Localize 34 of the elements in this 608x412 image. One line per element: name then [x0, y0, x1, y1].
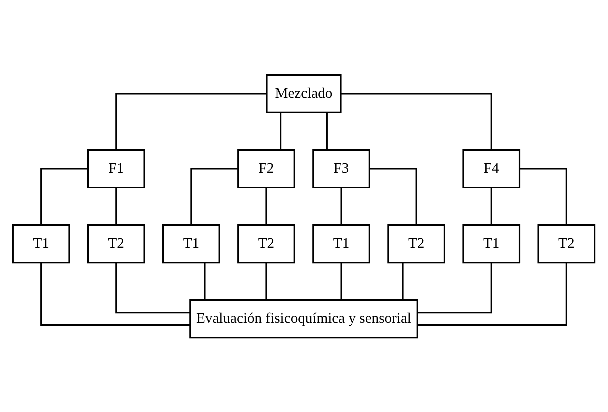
- connector: [40, 262, 190, 326]
- node-box: T1: [312, 224, 370, 264]
- node-box: Evaluación fisicoquímica y sensorial: [190, 299, 418, 338]
- node-box: F4: [462, 148, 521, 188]
- connector: [116, 92, 267, 150]
- node-box: T2: [87, 224, 146, 264]
- connector: [326, 112, 328, 150]
- node-box: T1: [462, 224, 521, 264]
- node-box: T2: [238, 224, 296, 264]
- node-box: T2: [388, 224, 446, 264]
- node-box: T1: [162, 224, 220, 264]
- connector: [116, 262, 190, 314]
- node-box: Mezclado: [266, 74, 342, 113]
- connector: [340, 187, 342, 224]
- connector: [418, 262, 568, 326]
- connector: [418, 262, 492, 314]
- connector: [40, 168, 88, 225]
- connector: [370, 168, 418, 225]
- node-box: F1: [87, 148, 146, 188]
- connector: [190, 168, 238, 225]
- node-box: F3: [312, 148, 370, 188]
- connector: [340, 262, 342, 300]
- node-box: F2: [238, 148, 296, 188]
- connector: [266, 262, 268, 300]
- connector: [341, 92, 492, 150]
- connector: [204, 262, 206, 300]
- node-box: T1: [12, 224, 70, 264]
- connector: [266, 187, 268, 224]
- connector: [280, 112, 282, 150]
- connector: [490, 187, 492, 224]
- connector: [402, 262, 404, 300]
- node-box: T2: [538, 224, 596, 264]
- connector: [116, 187, 118, 224]
- connector: [520, 168, 568, 225]
